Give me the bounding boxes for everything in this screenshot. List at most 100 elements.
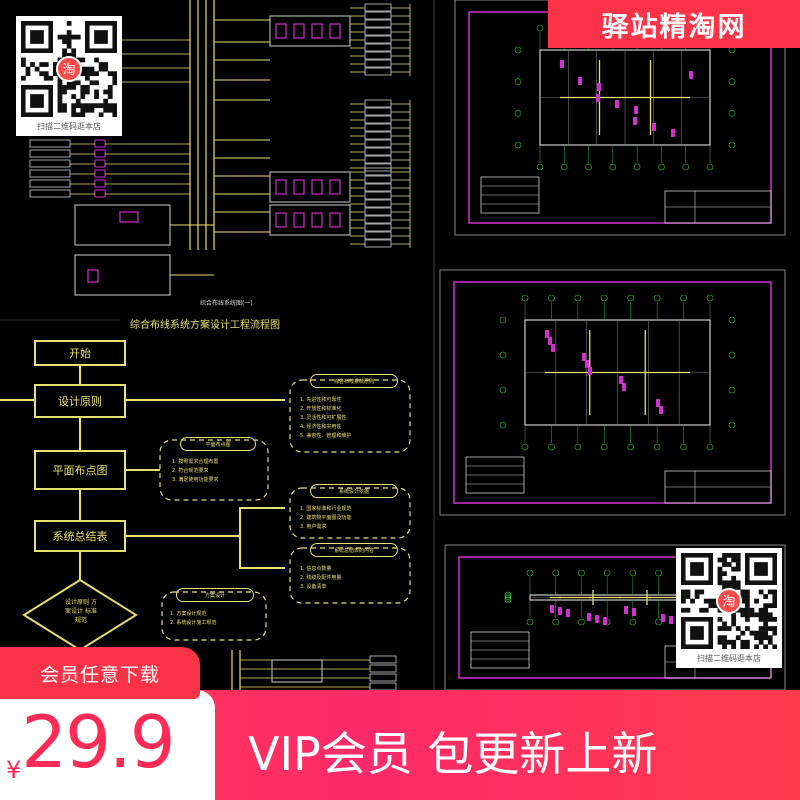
axis-bubble [499, 421, 507, 429]
qr-module [685, 607, 691, 613]
qr-module [735, 557, 741, 563]
outlet-icon [364, 199, 392, 208]
qr-module [75, 112, 81, 117]
note-item: 1. 国家标准和行业规范 [300, 506, 352, 512]
qr-module [758, 612, 764, 618]
qr-module [107, 103, 113, 109]
qr-module [731, 612, 737, 618]
qr-module [57, 98, 63, 104]
qr-card[interactable]: 淘 扫描二维码逛本店 [16, 16, 122, 136]
qr-module [21, 75, 26, 81]
info-outlet-icon [659, 406, 663, 414]
qr-module [43, 62, 49, 67]
axis-bubble [548, 294, 555, 302]
axis-bubble [658, 163, 665, 171]
axis-bubble [680, 443, 687, 451]
qr-module [740, 594, 746, 599]
sheet-outline [454, 0, 786, 236]
note-item: 1. 先进性和可靠性 [300, 397, 342, 403]
qr-module [772, 617, 777, 622]
qr-module [767, 635, 773, 641]
note-list-1: 1. 先进性和可靠性 2. 开放性和标准化 3. 灵活性和可扩展性 4. 经济性… [300, 396, 351, 441]
qr-module [735, 553, 741, 558]
qr-module [772, 594, 777, 599]
port-icon [329, 212, 341, 228]
member-download-tag: 会员任意下载 [0, 647, 200, 699]
qr-module [80, 107, 86, 113]
info-outlet-icon [582, 353, 586, 361]
taobao-badge-icon [56, 56, 82, 82]
outlet-icon [369, 664, 397, 673]
axis-bubble [578, 569, 585, 577]
qr-module [66, 30, 72, 35]
qr-module [758, 617, 764, 622]
note-heading-4: 系统总结表的内容 [310, 543, 398, 557]
note-item: 3. 用户需求 [300, 524, 327, 530]
qr-module [43, 75, 49, 81]
axis-bubble [627, 443, 635, 451]
qr-module [767, 617, 773, 622]
qr-module [66, 34, 72, 40]
qr-module [749, 630, 755, 636]
qr-module [763, 626, 769, 631]
qr-module [735, 626, 741, 631]
qr-card[interactable]: 淘 扫描二维码逛本店 [676, 548, 782, 668]
qr-module [80, 71, 86, 77]
qr-module [66, 85, 72, 90]
qr-module [717, 566, 723, 572]
outlet-icon [364, 19, 392, 28]
device-icon [29, 169, 71, 178]
qr-module [740, 639, 746, 645]
qr-module [745, 594, 750, 599]
qr-module [66, 43, 72, 49]
qr-module [767, 626, 773, 631]
outlet-icon [364, 155, 392, 164]
note-list-5: 1. 方案设计规范 2. 系统设计施工规范 [170, 610, 216, 628]
axis-bubble [536, 24, 544, 32]
axis-bubble [504, 593, 512, 600]
qr-module [39, 62, 45, 67]
qr-module [745, 639, 750, 645]
note-frame [289, 547, 411, 604]
qr-module [103, 98, 109, 104]
info-outlet-icon [622, 383, 626, 391]
qr-module [30, 62, 35, 67]
currency-symbol: ¥ [6, 756, 22, 784]
outlet-icon [369, 682, 397, 691]
qr-module [731, 644, 737, 649]
note-list-3: 1. 国家标准和行业规范 2. 建筑物平面图及功能 3. 用户需求 [300, 505, 351, 532]
axis-bubble [521, 294, 529, 302]
qr-module [735, 580, 741, 586]
port-icon [275, 212, 287, 228]
port-icon [293, 23, 305, 39]
axis-bubble [514, 110, 522, 117]
qr-module [103, 107, 109, 113]
qr-module [80, 103, 86, 109]
qr-module [740, 607, 746, 613]
qr-module [107, 89, 113, 95]
note-list-4: 1. 信息点数量 2. 线缆及配件用量 3. 设备清单 [300, 565, 341, 592]
device-icon [29, 139, 71, 148]
qr-module [21, 57, 26, 63]
axis-bubble [585, 163, 592, 171]
axis-bubble [499, 351, 507, 359]
promo-slogan: VIP会员 包更新上新 [248, 727, 658, 781]
qr-module [731, 617, 737, 622]
qr-module [772, 644, 777, 649]
axis-bubble [504, 591, 512, 599]
info-outlet-icon [585, 360, 589, 368]
qr-module [726, 639, 732, 645]
qr-module [66, 39, 72, 45]
qr-module [754, 598, 759, 604]
qr-module [726, 626, 732, 631]
axis-bubble [552, 618, 560, 626]
qr-module [699, 589, 705, 595]
qr-module [731, 621, 737, 627]
note-heading-1: 综合布线系统原则 [310, 374, 398, 388]
note-frame [159, 439, 269, 501]
qr-module [722, 585, 727, 590]
axis-bubble [560, 163, 568, 171]
axis-bubble [728, 110, 736, 117]
outlet-icon [364, 215, 392, 224]
qr-module [57, 103, 63, 109]
